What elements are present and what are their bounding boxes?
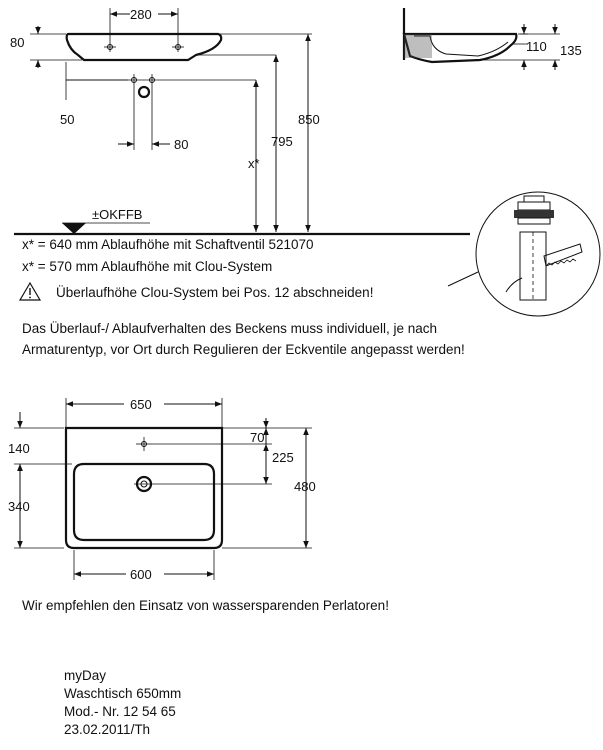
dim-600-label: 600 [130,567,152,582]
dim-80-top-label: 80 [10,35,24,50]
note-x-570: x* = 570 mm Ablaufhöhe mit Clou-System [22,259,273,274]
model-number: Mod.- Nr. 12 54 65 [64,704,176,719]
dim-110-label: 110 [526,39,547,54]
angle-valves [128,74,158,99]
dim-x-label: x* [248,156,260,171]
dim-140-label: 140 [8,441,30,456]
drawing-date: 23.02.2011/Th [64,722,151,737]
dim-795-label: 795 [271,134,293,149]
basin-front-outline [65,32,223,62]
overflow-detail [447,191,601,317]
dim-480-label: 480 [294,479,316,494]
dim-135-label: 135 [560,43,582,58]
title-block: myDay Waschtisch 650mm Mod.- Nr. 12 54 6… [64,667,181,739]
dim-80-bottom-label: 80 [174,137,188,152]
product-name: myDay [64,668,107,683]
dim-340-label: 340 [8,499,30,514]
plan-view: 650 600 140 340 70 225 480 [8,397,316,582]
section-view: 110 135 [402,8,582,70]
recommendation-text: Wir empfehlen den Einsatz von wasserspar… [22,598,389,613]
front-elevation: 280 80 50 80 x* 795 850 ±OKFFB [10,7,470,236]
dim-850-label: 850 [298,112,320,127]
adjustment-note-line2: Armaturentyp, vor Ort durch Regulieren d… [22,342,465,357]
tap-hole-marks [104,42,184,52]
dim-280-label: 280 [130,7,152,22]
basin-plan-outline [64,426,224,550]
dim-650-label: 650 [130,397,152,412]
adjustment-note-line1: Das Überlauf-/ Ablaufverhalten des Becke… [22,321,437,336]
dim-225-label: 225 [272,450,294,465]
product-description: Waschtisch 650mm [64,686,182,701]
dim-70-label: 70 [250,430,264,445]
dim-50-label: 50 [60,112,74,127]
floor-reference-triangle [62,223,86,234]
bowl-plan-outline [72,462,216,542]
floor-reference-label: ±OKFFB [92,207,142,222]
warning-icon [18,281,42,301]
note-x-640: x* = 640 mm Ablaufhöhe mit Schaftventil … [22,237,314,252]
warning-text: Überlaufhöhe Clou-System bei Pos. 12 abs… [56,285,374,300]
